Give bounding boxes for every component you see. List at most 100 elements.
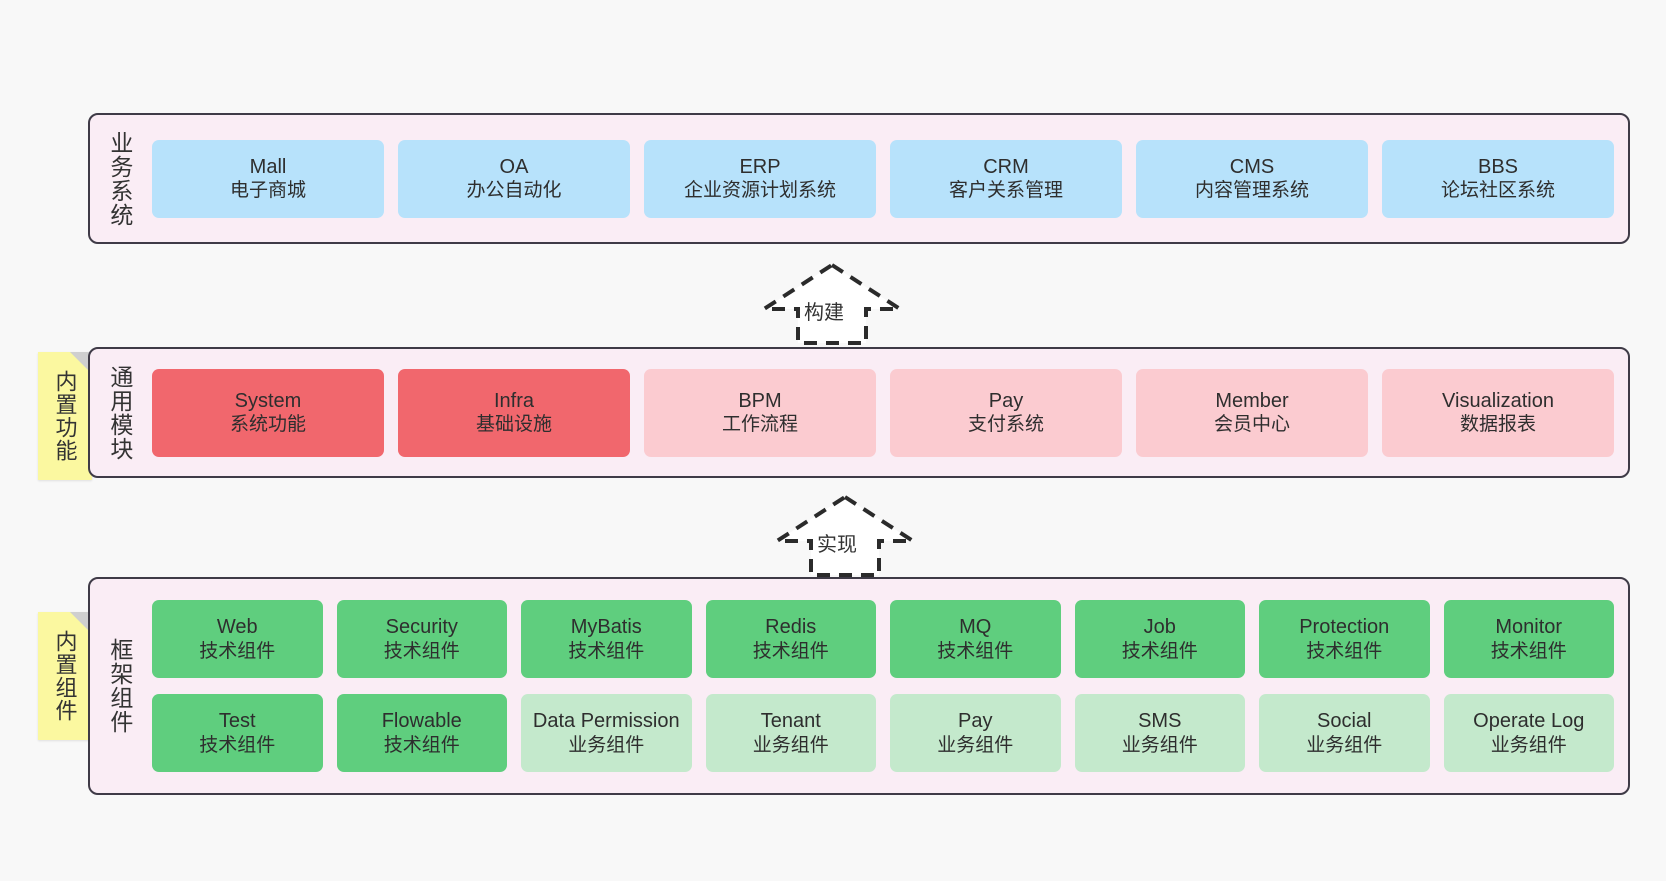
box-system-en: System <box>234 389 302 412</box>
box-erp-cn: 企业资源计划系统 <box>683 180 836 202</box>
framework-row-business: Test 技术组件 Flowable 技术组件 Data Permission … <box>152 694 1614 772</box>
box-system[interactable]: System 系统功能 <box>152 368 384 457</box>
box-bpm-cn: 工作流程 <box>721 414 798 436</box>
box-social[interactable]: Social 业务组件 <box>1259 694 1430 772</box>
sticky-fold-corner-icon <box>70 612 92 634</box>
sticky-note-builtin-feature-label: 内置功能 <box>52 370 78 462</box>
box-system-cn: 系统功能 <box>229 414 306 436</box>
sticky-fold-corner-icon <box>70 352 92 374</box>
box-mq-en: MQ <box>959 616 992 639</box>
layer-body-common-module: System 系统功能 Infra 基础设施 BPM 工作流程 Pay 支付系统… <box>148 349 1628 476</box>
box-oa[interactable]: OA 办公自动化 <box>398 139 630 218</box>
layer-body-business: Mall 电子商城 OA 办公自动化 ERP 企业资源计划系统 CRM 客户关系… <box>148 115 1628 242</box>
box-mybatis-cn: 技术组件 <box>568 640 645 662</box>
box-pay-module-en: Pay <box>988 389 1024 412</box>
box-mybatis-en: MyBatis <box>570 616 642 639</box>
box-oa-en: OA <box>499 155 529 178</box>
box-member-en: Member <box>1215 389 1289 412</box>
box-web-cn: 技术组件 <box>199 640 276 662</box>
box-bbs[interactable]: BBS 论坛社区系统 <box>1382 139 1614 218</box>
box-crm-en: CRM <box>983 155 1029 178</box>
box-mq[interactable]: MQ 技术组件 <box>890 600 1061 678</box>
box-test-cn: 技术组件 <box>199 734 276 756</box>
box-erp[interactable]: ERP 企业资源计划系统 <box>644 139 876 218</box>
box-infra[interactable]: Infra 基础设施 <box>398 368 630 457</box>
box-cms-cn: 内容管理系统 <box>1194 180 1309 202</box>
box-mall-cn: 电子商城 <box>229 180 306 202</box>
layer-body-framework-component: Web 技术组件 Security 技术组件 MyBatis 技术组件 Redi… <box>148 579 1628 793</box>
box-data-permission[interactable]: Data Permission 业务组件 <box>521 694 692 772</box>
box-test[interactable]: Test 技术组件 <box>152 694 323 772</box>
box-flowable[interactable]: Flowable 技术组件 <box>336 694 507 772</box>
box-crm[interactable]: CRM 客户关系管理 <box>890 139 1122 218</box>
box-sms-cn: 业务组件 <box>1121 734 1198 756</box>
box-mybatis[interactable]: MyBatis 技术组件 <box>521 600 692 678</box>
box-sms-en: SMS <box>1138 710 1182 733</box>
box-job-en: Job <box>1143 616 1176 639</box>
box-cms-en: CMS <box>1229 155 1275 178</box>
box-infra-en: Infra <box>493 389 535 412</box>
box-tenant-cn: 业务组件 <box>752 734 829 756</box>
box-social-en: Social <box>1317 710 1372 733</box>
box-pay-module-cn: 支付系统 <box>967 414 1044 436</box>
box-cms[interactable]: CMS 内容管理系统 <box>1136 139 1368 218</box>
box-operate-log-en: Operate Log <box>1473 710 1585 733</box>
layer-title-business: 业务系统 <box>106 130 133 227</box>
box-visualization[interactable]: Visualization 数据报表 <box>1382 368 1614 457</box>
box-bpm[interactable]: BPM 工作流程 <box>644 368 876 457</box>
box-test-en: Test <box>218 710 256 733</box>
box-web[interactable]: Web 技术组件 <box>152 600 323 678</box>
box-web-en: Web <box>216 616 258 639</box>
box-mq-cn: 技术组件 <box>937 640 1014 662</box>
box-social-cn: 业务组件 <box>1306 734 1383 756</box>
sticky-note-builtin-component-label: 内置组件 <box>52 630 78 722</box>
box-tenant[interactable]: Tenant 业务组件 <box>705 694 876 772</box>
arrow-implement-label: 实现 <box>817 534 857 556</box>
box-security-en: Security <box>385 616 458 639</box>
arrow-build-label: 构建 <box>804 302 844 324</box>
box-redis[interactable]: Redis 技术组件 <box>705 600 876 678</box>
box-protection[interactable]: Protection 技术组件 <box>1259 600 1430 678</box>
box-bbs-cn: 论坛社区系统 <box>1440 180 1555 202</box>
box-pay-component-en: Pay <box>958 710 993 733</box>
box-monitor[interactable]: Monitor 技术组件 <box>1443 600 1614 678</box>
box-redis-cn: 技术组件 <box>752 640 829 662</box>
box-pay-component-cn: 业务组件 <box>937 734 1014 756</box>
layer-title-common-module: 通用模块 <box>106 364 133 461</box>
layer-panel-framework-component: 框架组件 Web 技术组件 Security 技术组件 MyBatis 技术组件… <box>88 577 1630 795</box>
box-bbs-en: BBS <box>1477 155 1519 178</box>
box-mall-en: Mall <box>249 155 287 178</box>
layer-panel-common-module: 通用模块 System 系统功能 Infra 基础设施 BPM 工作流程 Pay… <box>88 347 1630 478</box>
sticky-note-builtin-component: 内置组件 <box>38 612 92 740</box>
box-operate-log[interactable]: Operate Log 业务组件 <box>1443 694 1614 772</box>
box-redis-en: Redis <box>765 616 817 639</box>
box-flowable-cn: 技术组件 <box>383 734 460 756</box>
box-member[interactable]: Member 会员中心 <box>1136 368 1368 457</box>
box-data-permission-en: Data Permission <box>532 710 680 733</box>
box-operate-log-cn: 业务组件 <box>1490 734 1567 756</box>
box-protection-cn: 技术组件 <box>1306 640 1383 662</box>
layer-title-framework-component: 框架组件 <box>106 638 133 734</box>
box-crm-cn: 客户关系管理 <box>948 180 1063 202</box>
sticky-note-builtin-feature: 内置功能 <box>38 352 92 480</box>
box-bpm-en: BPM <box>738 389 782 412</box>
box-erp-en: ERP <box>739 155 781 178</box>
box-security-cn: 技术组件 <box>383 640 460 662</box>
box-protection-en: Protection <box>1299 616 1390 639</box>
box-pay-component[interactable]: Pay 业务组件 <box>890 694 1061 772</box>
box-job-cn: 技术组件 <box>1121 640 1198 662</box>
box-mall[interactable]: Mall 电子商城 <box>152 139 384 218</box>
arrow-implement-icon <box>770 494 920 577</box>
box-sms[interactable]: SMS 业务组件 <box>1074 694 1245 772</box>
box-infra-cn: 基础设施 <box>475 414 552 436</box>
box-tenant-en: Tenant <box>760 710 821 733</box>
layer-panel-business: 业务系统 Mall 电子商城 OA 办公自动化 ERP 企业资源计划系统 CRM… <box>88 113 1630 244</box>
box-pay-module[interactable]: Pay 支付系统 <box>890 368 1122 457</box>
box-oa-cn: 办公自动化 <box>466 180 562 202</box>
box-security[interactable]: Security 技术组件 <box>336 600 507 678</box>
box-monitor-cn: 技术组件 <box>1490 640 1567 662</box>
arrow-build: 构建 <box>757 261 907 345</box>
framework-row-tech: Web 技术组件 Security 技术组件 MyBatis 技术组件 Redi… <box>152 600 1614 678</box>
box-job[interactable]: Job 技术组件 <box>1074 600 1245 678</box>
box-data-permission-cn: 业务组件 <box>568 734 645 756</box>
